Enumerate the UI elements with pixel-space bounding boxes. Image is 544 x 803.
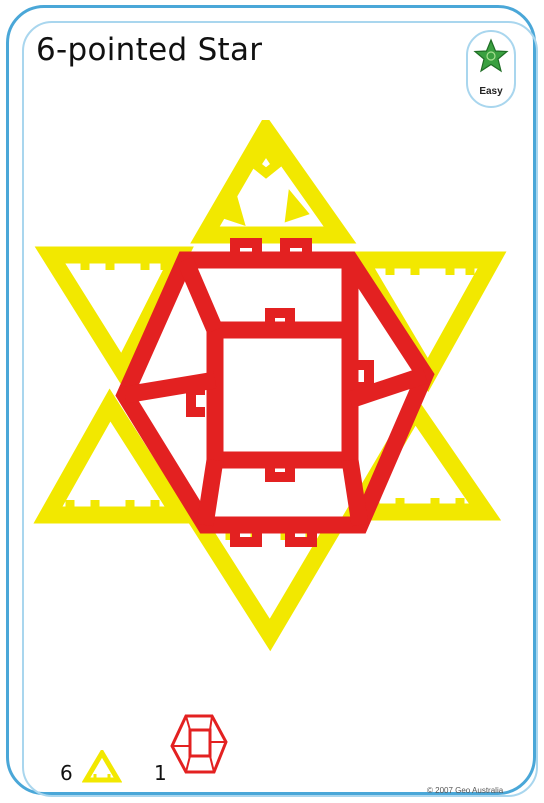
star-artwork: [30, 120, 510, 680]
triangle-piece-top: [205, 130, 340, 235]
copyright-text: © 2007 Geo Australia: [427, 786, 503, 795]
card-title: 6-pointed Star: [36, 32, 262, 68]
hexagon-piece-count: 1: [154, 761, 167, 785]
difficulty-badge: Easy: [466, 30, 516, 108]
difficulty-label: Easy: [468, 86, 514, 97]
star-icon: [473, 38, 509, 74]
triangle-piece-icon: [82, 750, 122, 784]
triangle-piece-count: 6: [60, 761, 73, 785]
hexagon-piece-icon: [168, 712, 230, 778]
